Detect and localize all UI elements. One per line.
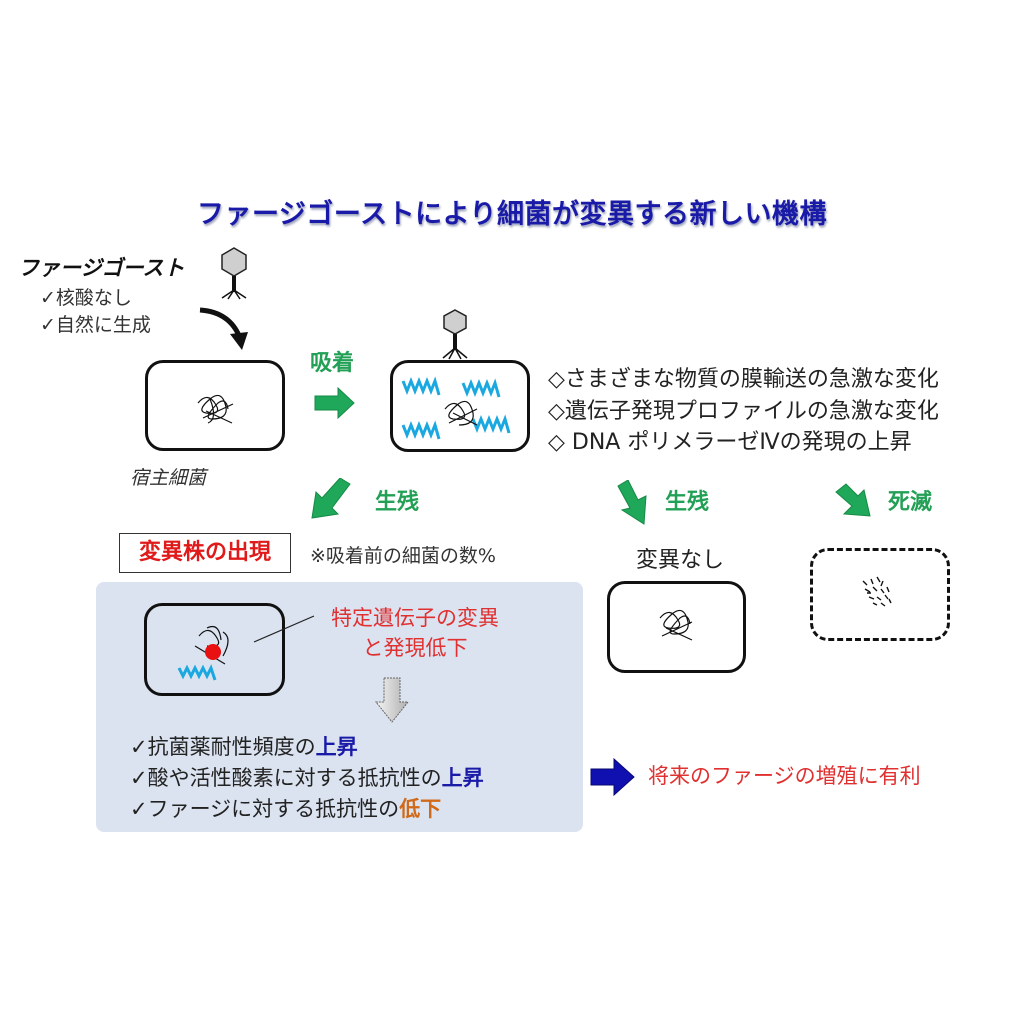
down-arrow-green-icon xyxy=(617,480,647,525)
effect-gene-expression: ◇遺伝子発現プロファイルの急激な変化 xyxy=(548,399,939,424)
callout-line xyxy=(253,615,315,643)
mutated-dna-icon xyxy=(177,625,229,681)
adsorption-label: 吸着 xyxy=(310,351,355,376)
dna-tangle-icon xyxy=(197,394,234,424)
dead-cell xyxy=(810,548,950,641)
effect-dna-polymerase: ◇ DNA ポリメラーゼⅣの発現の上昇 xyxy=(548,430,912,455)
mutant-panel xyxy=(96,582,583,832)
death-label: 死滅 xyxy=(888,490,933,515)
host-cell xyxy=(145,360,285,451)
result-acid-ros-resistance: ✓酸や活性酸素に対する抵抗性の上昇 xyxy=(130,766,484,790)
host-cell-label: 宿主細菌 xyxy=(130,467,207,489)
right-arrow-green-icon xyxy=(314,387,355,419)
mutant-cell xyxy=(144,603,285,696)
increase-emphasis: 上昇 xyxy=(315,735,358,759)
survive-label-mid: 生残 xyxy=(665,490,710,515)
down-left-arrow-green-icon xyxy=(311,478,351,519)
down-right-arrow-green-icon xyxy=(835,483,871,517)
right-arrow-blue-icon xyxy=(590,758,635,796)
decrease-emphasis: 低下 xyxy=(399,797,442,821)
effect-membrane-transport: ◇さまざまな物質の膜輸送の急激な変化 xyxy=(548,367,939,392)
survive-label-left: 生残 xyxy=(375,490,420,515)
infected-cell xyxy=(390,360,530,452)
no-mutation-label: 変異なし xyxy=(636,548,725,573)
increase-emphasis: 上昇 xyxy=(441,766,484,790)
mutation-site-dot xyxy=(205,644,221,660)
result-antibiotic-resistance: ✓抗菌薬耐性頻度の上昇 xyxy=(130,735,358,759)
diagram-title: ファージゴーストにより細菌が変異する新しい機構 xyxy=(196,199,828,230)
mutant-emergence-badge: 変異株の出現 xyxy=(119,533,291,573)
mutant-ratio-note: ※吸着前の細菌の数% xyxy=(310,545,496,567)
down-arrow-gray-icon xyxy=(374,677,410,723)
check-natural-generation: ✓自然に生成 xyxy=(40,314,151,336)
fragmented-dna-icon xyxy=(862,576,892,607)
phage-attached-icon xyxy=(442,309,468,360)
mutation-callout-line2: と発現低下 xyxy=(362,636,468,660)
phage-ghost-label: ファージゴースト xyxy=(18,256,185,280)
result-phage-resistance: ✓ファージに対する抵抗性の低下 xyxy=(130,797,442,821)
curved-arrow-icon xyxy=(199,307,248,350)
spring-genes-icon xyxy=(401,376,511,440)
phage-icon xyxy=(221,247,247,300)
unchanged-cell xyxy=(607,581,746,673)
dna-tangle-icon xyxy=(659,609,693,641)
mutation-callout-line1: 特定遺伝子の変異 xyxy=(331,606,499,630)
conclusion-text: 将来のファージの増殖に有利 xyxy=(648,764,921,788)
check-no-nucleic-acid: ✓核酸なし xyxy=(40,287,132,309)
